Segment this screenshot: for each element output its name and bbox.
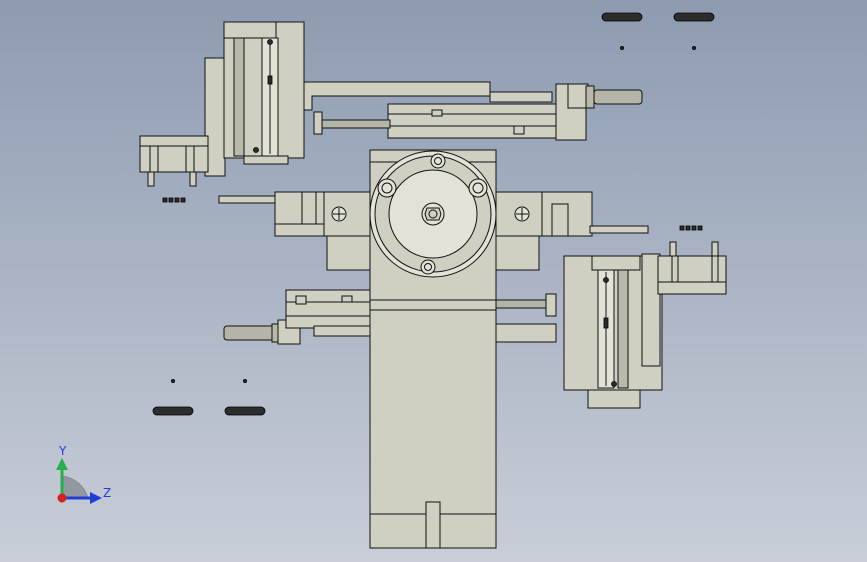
- top-rail-assembly[interactable]: [303, 81, 643, 141]
- chain-link-top-1: [601, 12, 643, 22]
- rotary-bolt-right: [468, 178, 488, 198]
- rotary-table[interactable]: [369, 150, 497, 278]
- left-guide-rail: [218, 195, 278, 204]
- rotary-bolt-bottom: [420, 259, 436, 275]
- rotary-bolt-top: [430, 153, 446, 169]
- tl-side-strip: [233, 37, 245, 157]
- chain-link-top-2: [673, 12, 715, 22]
- top-cylinder-rod: [317, 119, 391, 129]
- main-column[interactable]: [369, 299, 497, 549]
- top-cylinder-nut: [567, 83, 589, 109]
- br-rod: [495, 299, 555, 309]
- r-bracket-leg-right: [711, 241, 719, 257]
- loose-parts: [152, 12, 715, 416]
- left-guide-block: [274, 191, 328, 237]
- right-guide-rail: [589, 225, 649, 234]
- top-cylinder-body: [387, 103, 569, 139]
- top-rail-rod: [489, 91, 553, 103]
- y-axis-label: Y: [58, 444, 67, 458]
- z-axis-arrowhead: [90, 492, 102, 504]
- bl-lower-rail: [313, 325, 371, 337]
- screw-row-left: [162, 197, 186, 203]
- y-axis-arrowhead: [56, 458, 68, 470]
- column-slot: [425, 501, 441, 549]
- rotary-bolt-left: [377, 178, 397, 198]
- chain-link-bottom-2: [224, 406, 266, 416]
- br-lower-rail: [495, 323, 557, 343]
- tl-bracket-leg-left: [147, 171, 155, 187]
- triad-plane-indicator: [61, 475, 89, 499]
- tl-bracket-leg-right: [189, 171, 197, 187]
- right-guide-arm[interactable]: [495, 191, 649, 237]
- bottom-left-cylinder[interactable]: [223, 289, 371, 345]
- left-guide-mount: [323, 191, 371, 237]
- rotary-center-nut: [421, 202, 445, 226]
- br-side-strip: [617, 269, 629, 389]
- top-left-bracket[interactable]: [139, 135, 209, 187]
- chain-link-bottom-1: [152, 406, 194, 416]
- right-bracket[interactable]: [657, 241, 727, 295]
- axis-triad: Y Z: [56, 444, 111, 504]
- top-rail: [303, 81, 491, 111]
- left-guide-arm[interactable]: [218, 191, 371, 237]
- r-bracket-leg-left: [669, 241, 677, 257]
- left-guide-clamp: [301, 191, 317, 225]
- tl-top-cap: [223, 21, 277, 39]
- tl-bottom-cap: [243, 155, 289, 165]
- br-back-plate: [641, 253, 661, 367]
- top-cylinder-piston: [593, 89, 643, 105]
- right-guide-clamp: [551, 203, 569, 237]
- bottom-right-cylinder[interactable]: [495, 253, 663, 409]
- triad-origin-dot: [57, 493, 67, 503]
- bl-piston: [223, 325, 277, 341]
- z-axis-label: Z: [103, 486, 111, 500]
- top-left-cylinder[interactable]: [204, 21, 305, 177]
- screw-row-right: [679, 225, 703, 231]
- br-top-cap: [591, 255, 641, 271]
- br-bottom-cap: [587, 389, 641, 409]
